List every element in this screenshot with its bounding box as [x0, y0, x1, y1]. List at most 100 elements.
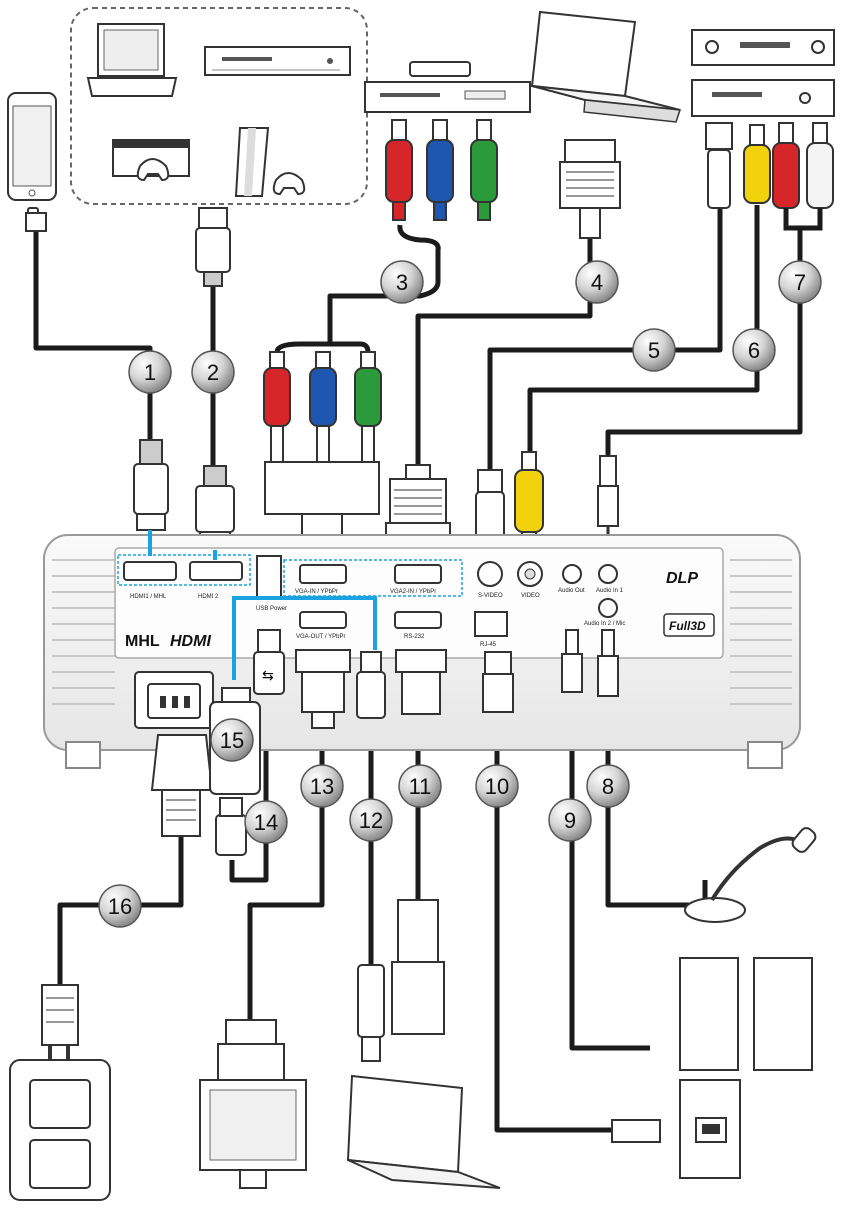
- dlp-logo: DLP: [666, 570, 698, 587]
- callout-8: 8: [586, 764, 630, 808]
- callout-label-16: 16: [108, 894, 132, 919]
- monitor-icon: [199, 1079, 307, 1189]
- game-console-2-icon: [234, 127, 306, 197]
- component-video-player-icon: [364, 61, 531, 113]
- hdmi2-port: [189, 561, 243, 581]
- callout-label-6: 6: [748, 338, 760, 363]
- svideo-port: [477, 561, 503, 587]
- callout-label-3: 3: [396, 270, 408, 295]
- component-rca-plugs-mid: [263, 351, 382, 545]
- audio-in1-port: [598, 564, 618, 584]
- rca-green-plug-mid-icon: [354, 351, 382, 463]
- mhl-plug-icon: [133, 439, 169, 531]
- rca-yellow-plug-top-icon: [743, 124, 771, 204]
- callout-label-2: 2: [207, 360, 219, 385]
- hdmi-logo: HDMI: [170, 633, 211, 650]
- projector-ports: HDMI1 / MHL HDMI 2 USB Power VGA-IN / YP…: [117, 554, 715, 650]
- vga-out-plug-icon: [295, 649, 351, 729]
- game-console-icon: [112, 139, 190, 182]
- callout-label-8: 8: [602, 774, 614, 799]
- mhl-logo: MHL: [125, 633, 160, 650]
- vga2-port: [394, 564, 442, 584]
- cable-3-split-top: [397, 224, 441, 282]
- rca-blue-plug-icon: [426, 119, 454, 221]
- mic-plug-icon: [597, 629, 619, 697]
- rca-green-plug-icon: [470, 119, 498, 221]
- usb-a-plug-14-top-icon: ⇆: [253, 629, 285, 695]
- callout-label-11: 11: [409, 774, 432, 799]
- component-rca-plugs-top: [385, 119, 498, 221]
- callout-11: 11: [398, 764, 442, 808]
- callout-2: 2: [191, 350, 235, 394]
- cable-13: [247, 715, 325, 1020]
- callouts: 1 2 3 4 5 6 7 8 9 10 11 12 13 14 15 16: [98, 260, 822, 928]
- rca-red-plug-icon: [385, 119, 413, 221]
- rj45-port: [474, 611, 508, 637]
- wall-outlet-icon: [9, 984, 111, 1201]
- callout-5: 5: [632, 328, 676, 372]
- cable-3: [327, 281, 441, 345]
- cable-6: [527, 205, 760, 455]
- vga-plug-mid-icon: [385, 464, 451, 546]
- micro-usb-plug-icon: [25, 212, 47, 232]
- rs232-port: [394, 611, 442, 629]
- port-label-rs232: RS-232: [404, 634, 425, 640]
- port-label-audio-in2: Audio In 2 / Mic: [584, 621, 625, 627]
- port-label-vga-out: VGA-OUT / YPbPr: [296, 634, 345, 640]
- callout-6: 6: [732, 328, 776, 372]
- rca-blue-plug-mid-icon: [309, 351, 337, 463]
- video-source-devices-icon: [691, 29, 835, 117]
- audio-in2-port: [598, 598, 618, 618]
- port-label-rj45: RJ-45: [480, 642, 497, 648]
- usb-b-plug-12-top-icon: [356, 651, 386, 719]
- vga-plug-top-icon: [559, 139, 621, 239]
- full3d-label: Full3D: [669, 619, 706, 633]
- rs232-plug-top-icon: [395, 649, 447, 715]
- lan-wall-jack-icon: [611, 1079, 741, 1179]
- port-label-hdmi1: HDMI1 / MHL: [130, 594, 167, 600]
- callout-label-1: 1: [144, 360, 156, 385]
- cable-7: [605, 228, 803, 460]
- svideo-plug-top-icon: [705, 122, 733, 209]
- callout-7: 7: [778, 260, 822, 304]
- cable-1: [33, 228, 153, 470]
- hdmi1-port: [123, 561, 177, 581]
- usb-a-plug-14-bottom-icon: [215, 797, 247, 856]
- callout-label-14: 14: [254, 810, 278, 835]
- callout-label-15: 15: [220, 728, 244, 753]
- power-cord-plug-icon: [150, 734, 214, 837]
- audio-out-port: [562, 564, 582, 584]
- callout-10: 10: [475, 764, 519, 808]
- callout-label-5: 5: [648, 338, 660, 363]
- callout-13: 13: [300, 764, 344, 808]
- callout-14: 14: [244, 800, 288, 844]
- callout-9: 9: [548, 798, 592, 842]
- callout-label-9: 9: [564, 808, 576, 833]
- port-label-video: VIDEO: [521, 593, 540, 599]
- port-label-audio-in1: Audio In 1: [596, 588, 624, 594]
- cable-8: [605, 715, 708, 908]
- full3d-badge: [663, 613, 715, 637]
- callout-16: 16: [98, 884, 142, 928]
- port-label-vga2: VGA2-IN / YPbPr: [390, 589, 436, 595]
- usb-power-port: [256, 555, 282, 599]
- callout-15: 15: [210, 718, 254, 762]
- hdmi-source-devices: [70, 7, 368, 205]
- vga1-port: [299, 564, 347, 584]
- audio-out-plug-icon: [561, 629, 583, 693]
- usb-plug-bottom-icon: [357, 964, 385, 1062]
- cable-4: [415, 237, 593, 472]
- rca-yellow-plug-mid-icon: [514, 451, 544, 549]
- port-label-hdmi2: HDMI 2: [198, 594, 219, 600]
- callout-3: 3: [380, 260, 424, 304]
- port-label-svideo: S-VIDEO: [478, 593, 503, 599]
- cable-10: [494, 710, 612, 1133]
- hdmi-ports-highlight: [117, 554, 251, 586]
- microphone-icon: [684, 827, 817, 923]
- svg-text:⇆: ⇆: [262, 668, 274, 684]
- callout-1: 1: [128, 350, 172, 394]
- rs232-plug-bottom-icon: [391, 899, 445, 1035]
- port-label-vga1: VGA-IN / YPbPr: [295, 589, 338, 595]
- disc-player-icon: [204, 46, 351, 76]
